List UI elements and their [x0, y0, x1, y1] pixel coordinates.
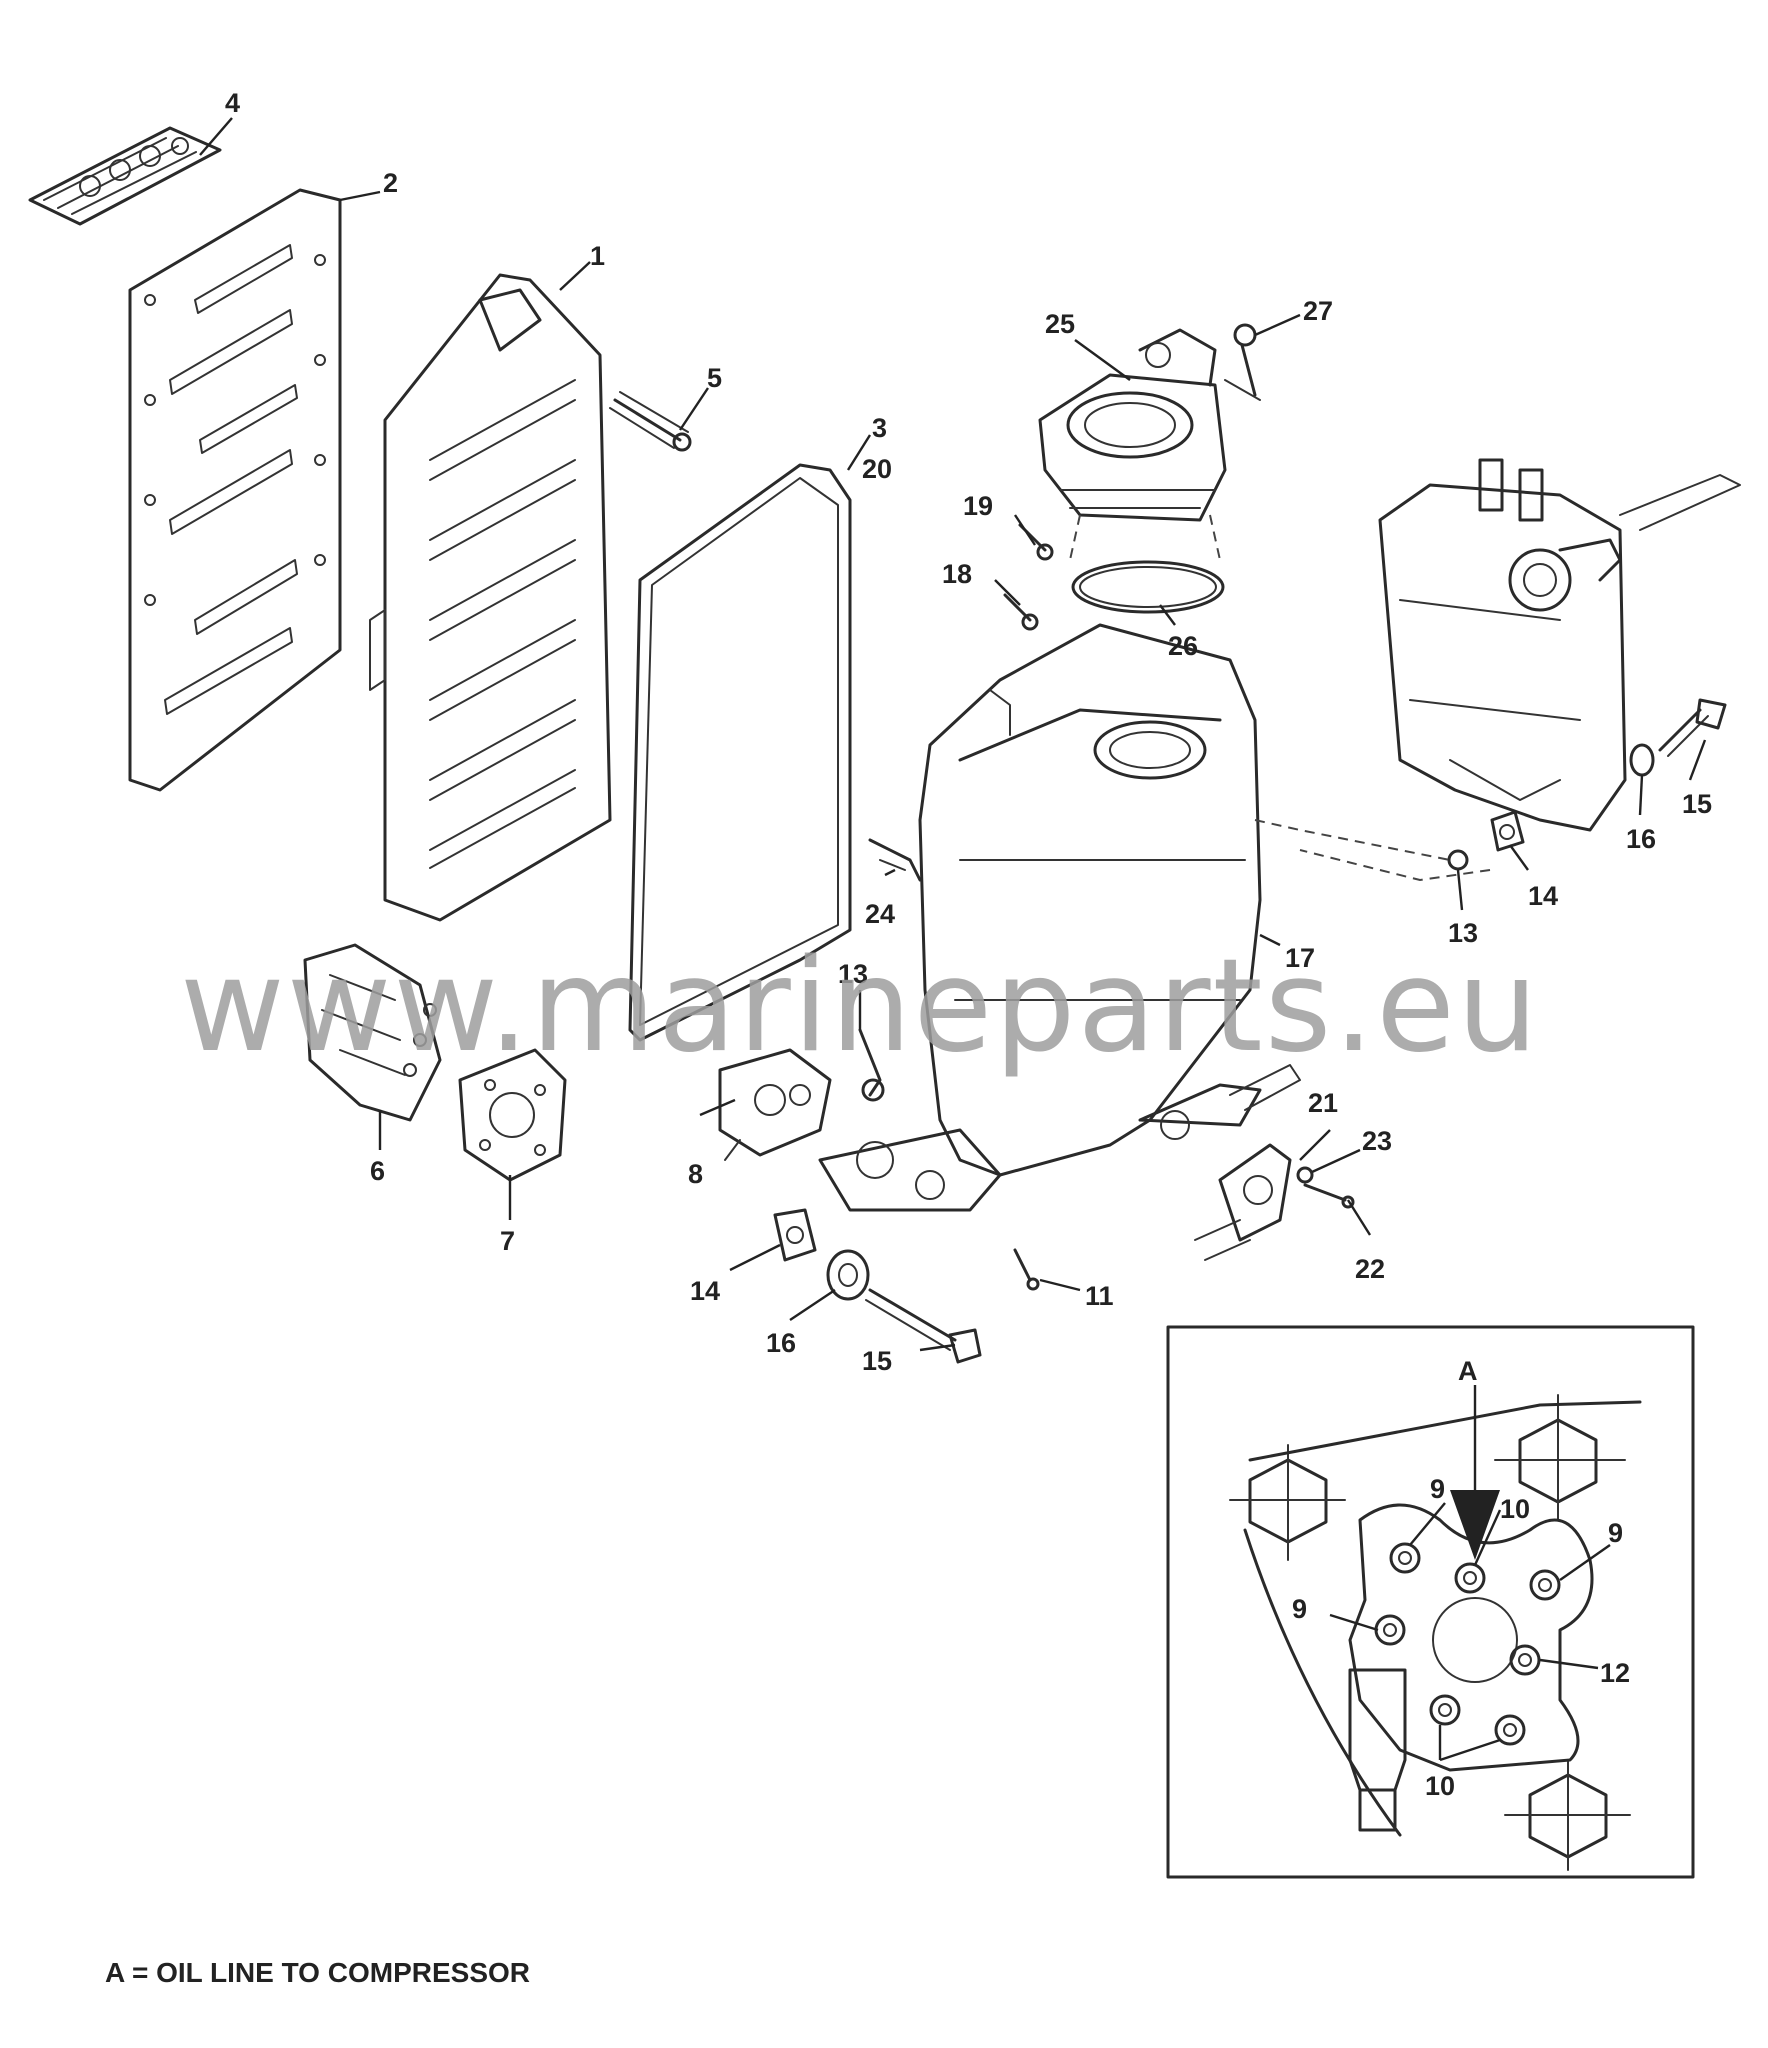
callout-17: 17 [1285, 943, 1315, 973]
callout-19: 19 [963, 491, 993, 521]
part-11-pin [1013, 1248, 1040, 1291]
part-13-fitting [858, 1028, 885, 1102]
part-8-oil-pump [718, 1048, 832, 1161]
callout-16-right: 16 [1626, 824, 1656, 854]
callout-20: 20 [862, 454, 892, 484]
part-2-gasket-plate [128, 188, 342, 792]
part-24-clip [868, 838, 922, 882]
callout-14-right: 14 [1528, 881, 1558, 911]
callout-18: 18 [942, 559, 972, 589]
callout-16-bottom: 16 [766, 1328, 796, 1358]
callout-labels: 4 2 1 5 3 20 25 27 19 18 26 17 24 13 8 6… [225, 88, 1712, 1376]
callout-26: 26 [1168, 631, 1198, 661]
detail-inset: A 9 10 9 9 12 10 [1166, 1325, 1695, 1879]
inset-callout-10-bottom: 10 [1425, 1771, 1455, 1801]
part-18-screw [1003, 593, 1039, 631]
callout-5: 5 [707, 363, 722, 393]
callout-23: 23 [1362, 1126, 1392, 1156]
part-15-bolt-bottom [865, 1288, 982, 1364]
callout-7: 7 [500, 1226, 515, 1256]
inset-view-label-a: A [1458, 1356, 1478, 1386]
part-25-throttle-body [1038, 328, 1227, 522]
compressor-assembly [1378, 458, 1741, 832]
part-4-reed-block [28, 126, 222, 226]
callout-24: 24 [865, 899, 895, 929]
part-7-gasket [458, 1048, 567, 1182]
callout-22: 22 [1355, 1254, 1385, 1284]
callout-14-bottom: 14 [690, 1276, 720, 1306]
callout-3: 3 [872, 413, 887, 443]
part-22-screw [1303, 1183, 1355, 1209]
callout-27: 27 [1303, 296, 1333, 326]
callout-15-bottom: 15 [862, 1346, 892, 1376]
part-21-bracket [1194, 1143, 1292, 1261]
inset-frame [1166, 1325, 1695, 1879]
part-5-screw [609, 391, 692, 452]
part-14-grommet-bottom [773, 1208, 817, 1262]
legend-text: A = OIL LINE TO COMPRESSOR [105, 1957, 530, 1988]
part-23-washer [1296, 1166, 1314, 1184]
part-14-grommet-right [1490, 810, 1525, 852]
inset-callout-10-top: 10 [1500, 1494, 1530, 1524]
callout-1: 1 [590, 241, 605, 271]
callout-2: 2 [383, 168, 398, 198]
part-16-washer-bottom [826, 1249, 870, 1301]
callout-21: 21 [1308, 1088, 1338, 1118]
callout-25: 25 [1045, 309, 1075, 339]
part-13-fitting-right [1447, 849, 1469, 871]
part-1-intake-manifold [369, 273, 612, 922]
inset-callout-12: 12 [1600, 1658, 1630, 1688]
callout-11: 11 [1085, 1281, 1114, 1311]
part-27-screw [1224, 323, 1261, 401]
callout-13-right: 13 [1448, 918, 1478, 948]
part-17-housing [818, 623, 1301, 1212]
part-6-pump-block [303, 943, 442, 1122]
view-arrow-a [1450, 1490, 1500, 1560]
part-15-bolt-right [1658, 698, 1727, 757]
inset-callout-9-top: 9 [1430, 1474, 1445, 1504]
leader-lines [199, 117, 1707, 1352]
part-3-20-gasket-ring [628, 463, 852, 1042]
callout-15-right: 15 [1682, 789, 1712, 819]
callout-4: 4 [225, 88, 240, 118]
inset-callout-9-left: 9 [1292, 1594, 1307, 1624]
watermark: www.marineparts.eu [180, 932, 1540, 1081]
part-26-o-ring [1071, 560, 1225, 614]
callout-6: 6 [370, 1156, 385, 1186]
callout-8: 8 [688, 1159, 703, 1189]
part-16-washer-right [1629, 743, 1655, 777]
callout-13-center: 13 [838, 959, 868, 989]
inset-callout-9-right: 9 [1608, 1518, 1623, 1548]
